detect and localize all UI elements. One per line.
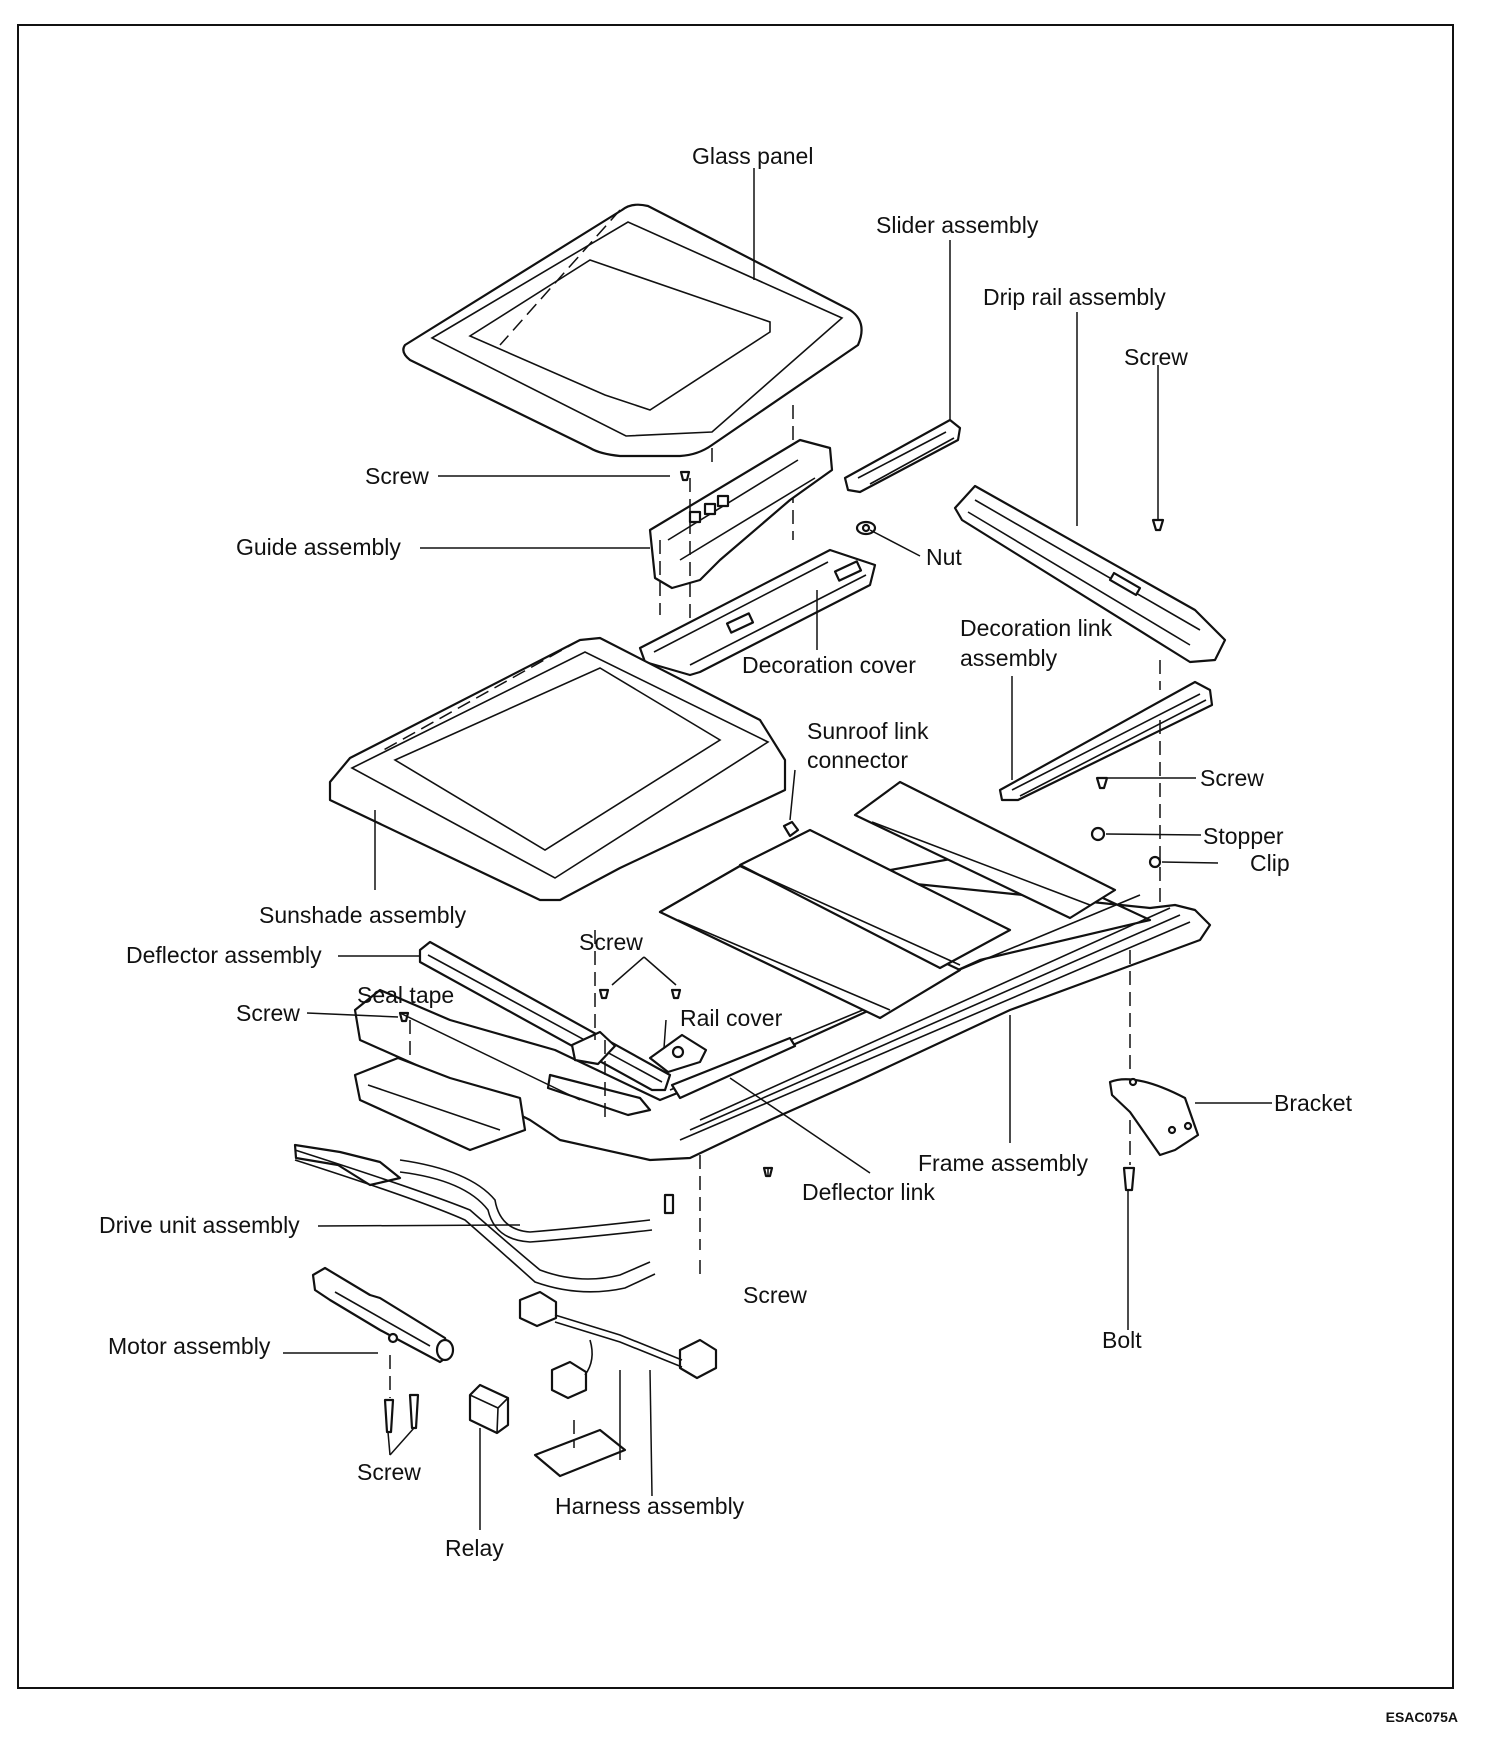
label-sunroof-link-2: connector: [807, 747, 908, 773]
diagram-code: ESAC075A: [1385, 1709, 1458, 1725]
label-screw-drip: Screw: [1124, 344, 1188, 370]
label-bolt: Bolt: [1102, 1327, 1142, 1353]
sunroof-link-connector-part: [782, 820, 800, 838]
label-rail-cover: Rail cover: [680, 1005, 783, 1031]
label-clip: Clip: [1250, 850, 1290, 876]
label-screw-guide: Screw: [365, 463, 429, 489]
bracket-part: [1108, 1077, 1200, 1157]
label-screw-motor: Screw: [357, 1459, 421, 1485]
nut-part: [855, 520, 877, 536]
screw-fasteners: [383, 470, 1165, 1434]
label-glass-panel: Glass panel: [692, 143, 813, 169]
label-screw-link: Screw: [1200, 765, 1264, 791]
sunshade-assembly-part: [328, 636, 787, 902]
label-screw-seal: Screw: [236, 1000, 300, 1026]
label-guide-assembly: Guide assembly: [236, 534, 401, 560]
label-deflector-assembly: Deflector assembly: [126, 942, 322, 968]
label-nut: Nut: [926, 544, 962, 570]
label-seal-tape: Seal tape: [357, 982, 454, 1008]
label-screw-rail: Screw: [579, 929, 643, 955]
label-sunroof-link-1: Sunroof link: [807, 718, 929, 744]
label-screw-frame: Screw: [743, 1282, 807, 1308]
guide-assembly-part: [648, 438, 834, 590]
label-slider-assembly: Slider assembly: [876, 212, 1039, 238]
label-frame-assembly: Frame assembly: [918, 1150, 1088, 1176]
drive-unit-assembly-part: [293, 1143, 675, 1293]
label-motor-assembly: Motor assembly: [108, 1333, 271, 1359]
rail-cover-part: [648, 1033, 708, 1074]
glass-panel-part: [402, 203, 863, 458]
decoration-link-assembly-part: [998, 680, 1214, 802]
leader-lines: [283, 168, 1272, 1530]
relay-part: [468, 1383, 510, 1435]
motor-assembly-part: [311, 1266, 455, 1364]
decoration-cover-part: [638, 548, 877, 677]
label-bracket: Bracket: [1274, 1090, 1353, 1116]
drip-rail-assembly-part: [953, 484, 1227, 664]
harness-assembly-part: [518, 1290, 718, 1478]
label-drip-rail-assembly: Drip rail assembly: [983, 284, 1166, 310]
slider-assembly-part: [843, 418, 962, 494]
label-deflector-link: Deflector link: [802, 1179, 935, 1205]
label-relay: Relay: [445, 1535, 504, 1561]
label-decoration-link-2: assembly: [960, 645, 1058, 671]
frame-left-corner-part: [353, 1056, 527, 1152]
label-drive-unit-assembly: Drive unit assembly: [99, 1212, 300, 1238]
label-sunshade-assembly: Sunshade assembly: [259, 902, 467, 928]
label-decoration-link-1: Decoration link: [960, 615, 1113, 641]
label-harness-assembly: Harness assembly: [555, 1493, 745, 1519]
diagram-frame: [17, 24, 1454, 1689]
label-stopper: Stopper: [1203, 823, 1284, 849]
deflector-link-part: [546, 1036, 797, 1117]
label-decoration-cover: Decoration cover: [742, 652, 916, 678]
